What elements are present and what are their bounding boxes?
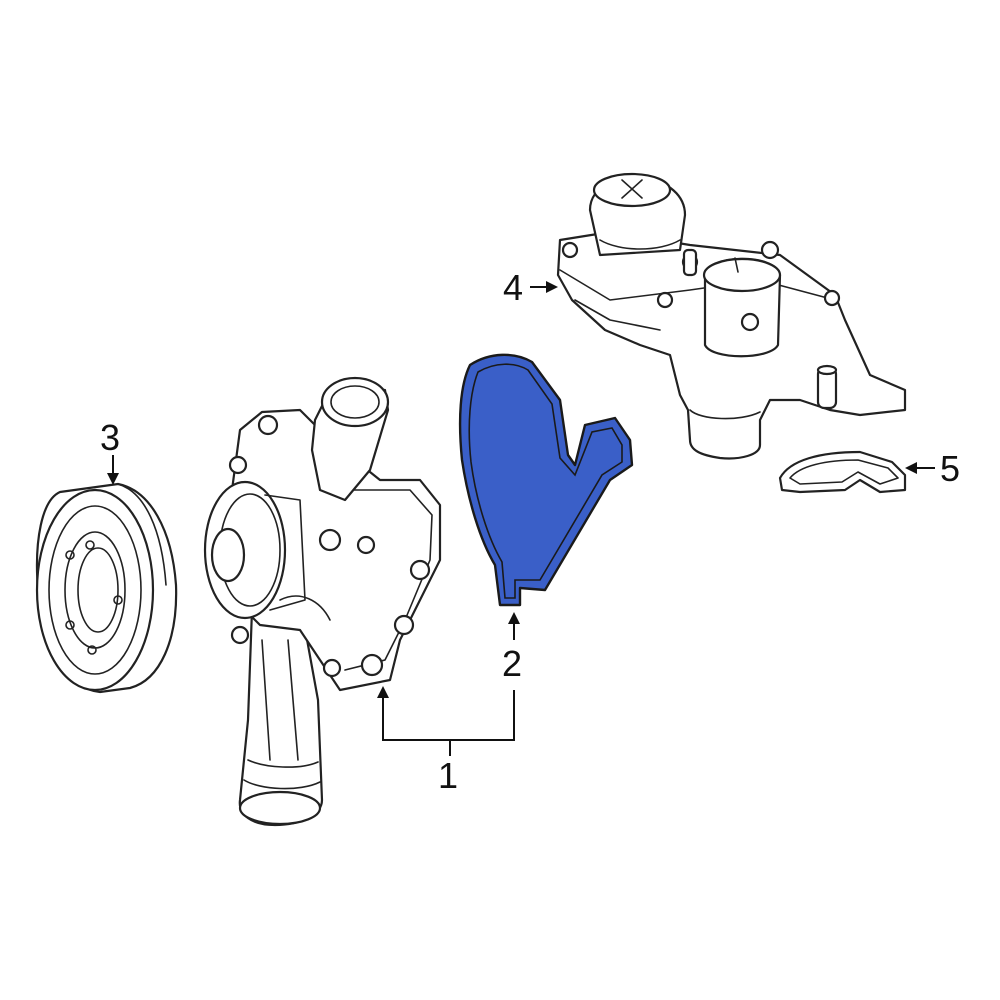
pulley[interactable] (35, 482, 178, 694)
water-pump[interactable] (203, 376, 442, 827)
callout-leaders (107, 281, 935, 756)
callout-4[interactable]: 4 (503, 267, 523, 308)
callout-3[interactable]: 3 (100, 417, 120, 458)
callout-labels: 1 2 3 4 5 (100, 267, 960, 796)
water-pump-gasket[interactable] (458, 353, 634, 607)
callout-5[interactable]: 5 (940, 448, 960, 489)
thermostat-housing[interactable] (556, 172, 907, 460)
callout-2[interactable]: 2 (502, 643, 522, 684)
callout-1[interactable]: 1 (438, 755, 458, 796)
gasket-shape (458, 353, 634, 607)
housing-gasket[interactable] (778, 450, 907, 494)
